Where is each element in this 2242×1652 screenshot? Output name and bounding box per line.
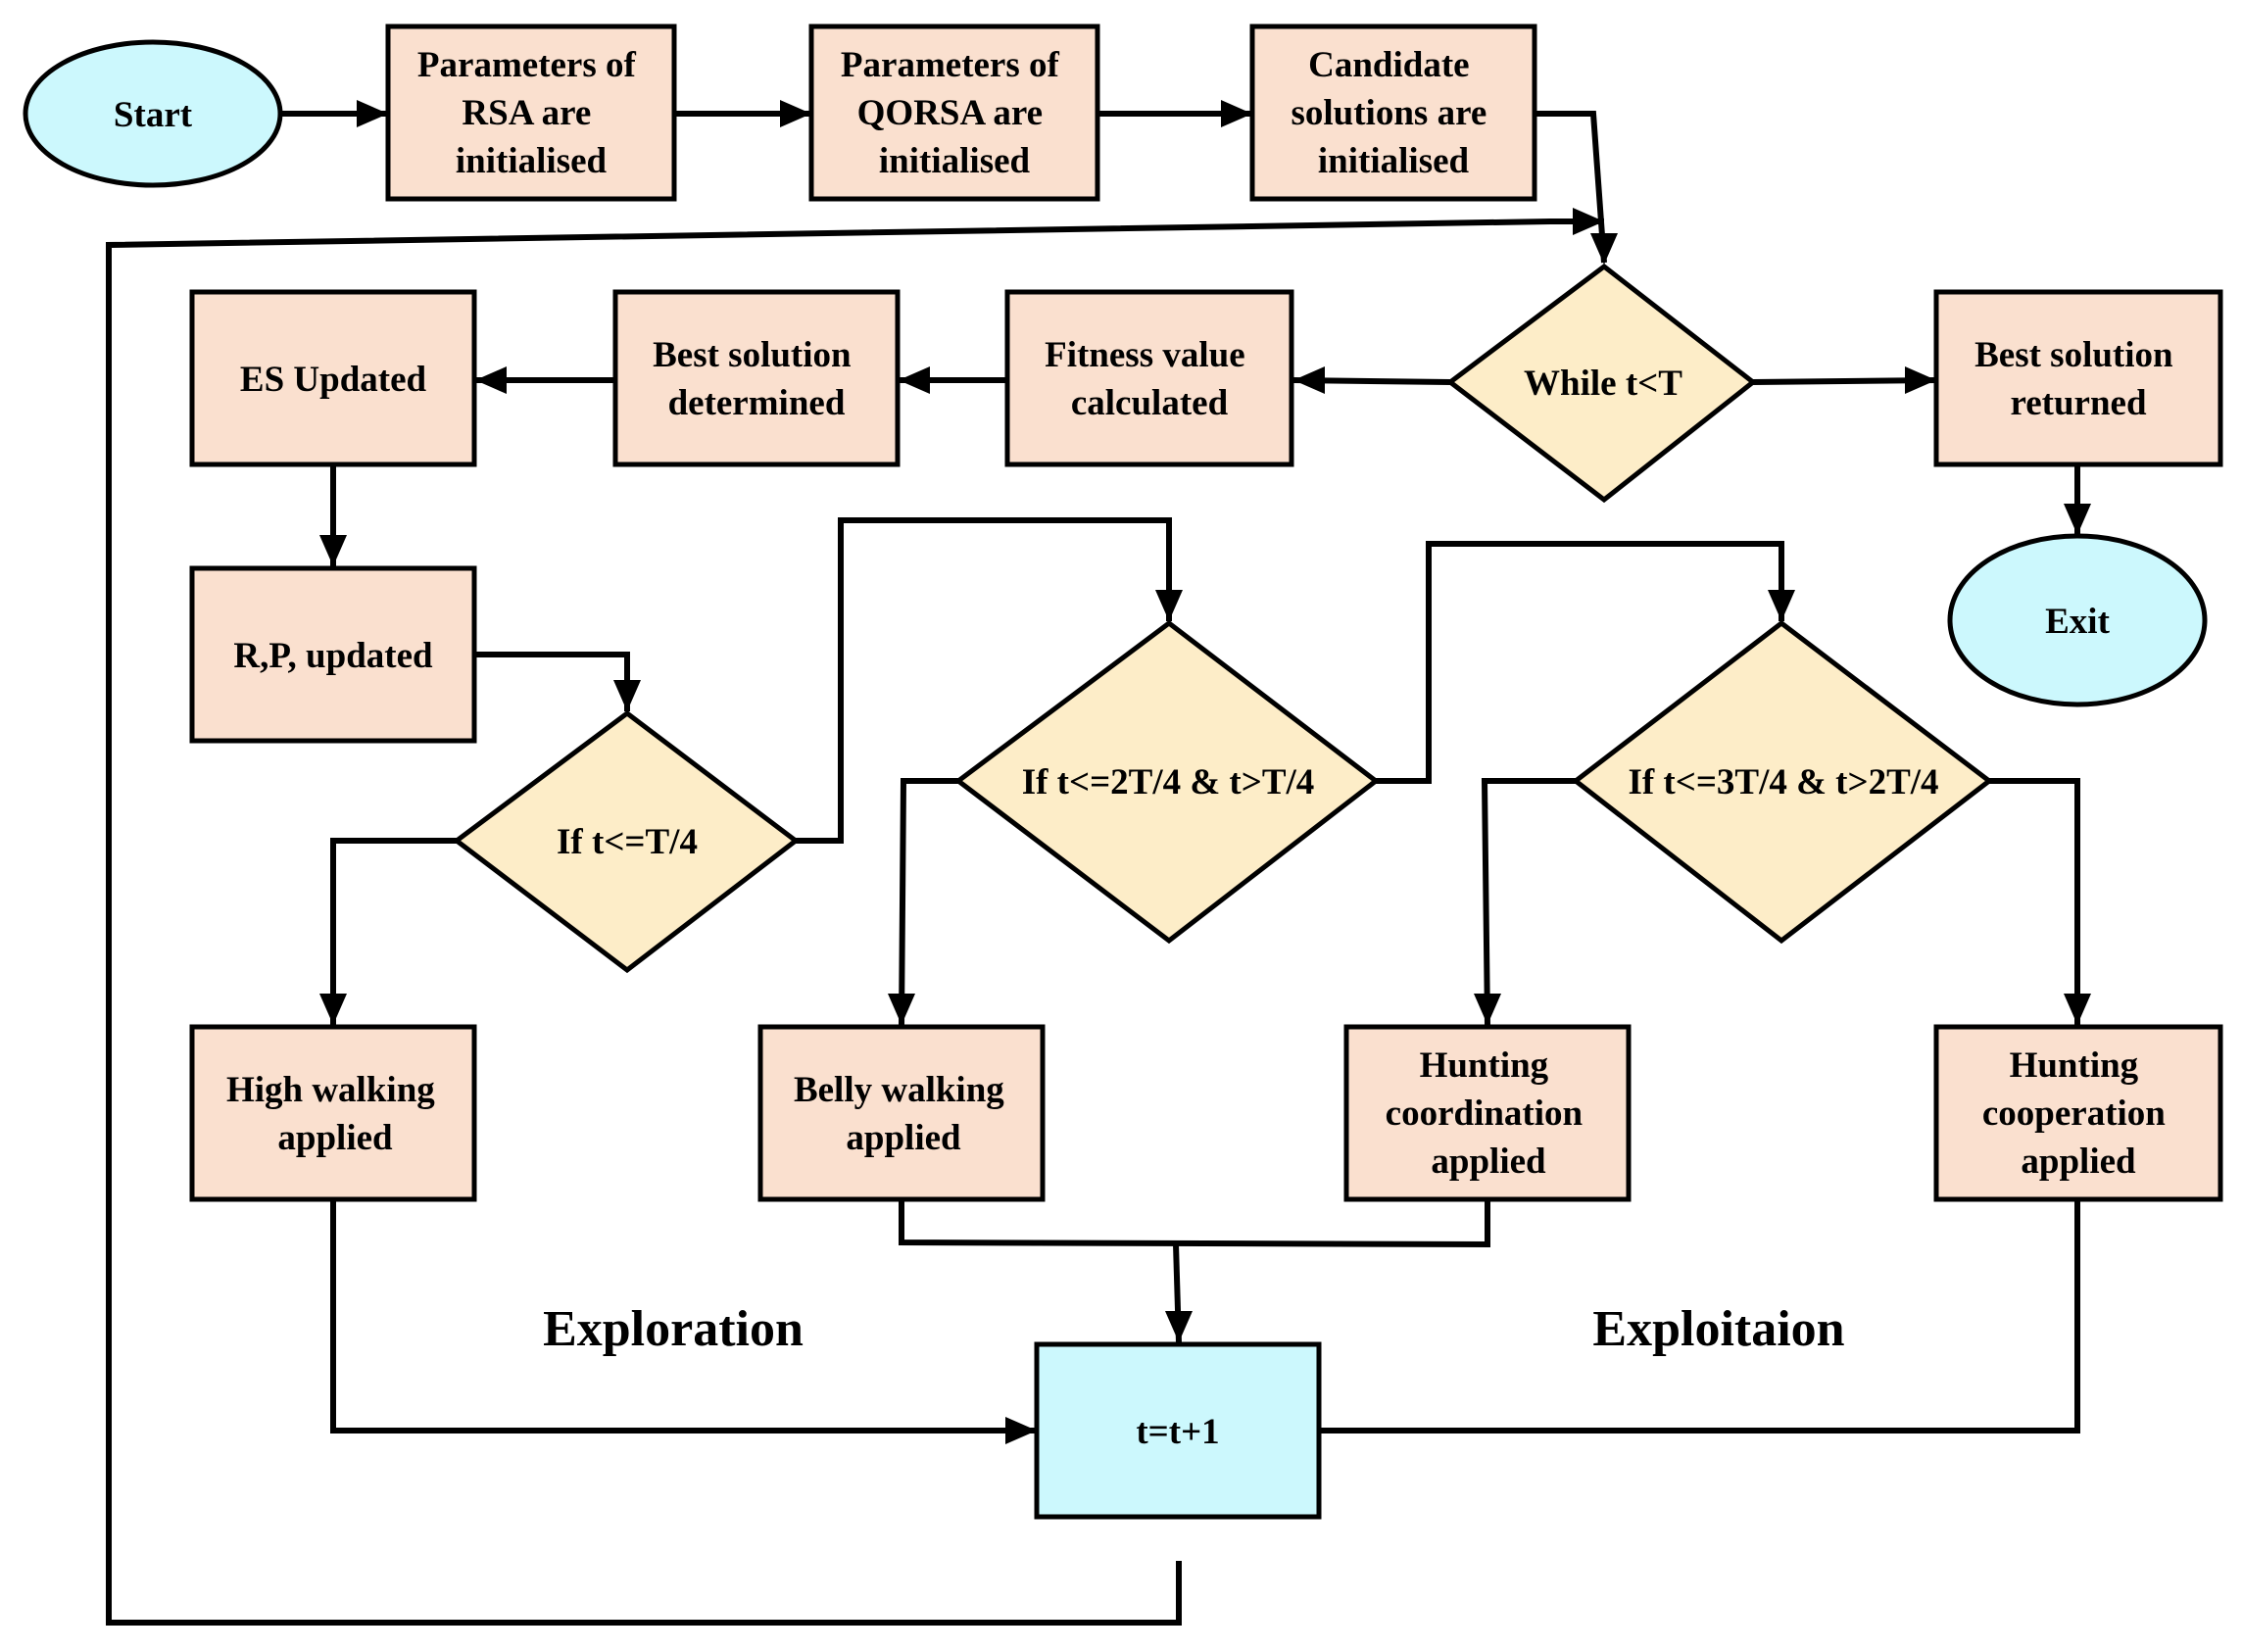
increment-label: t=t+1 bbox=[1136, 1412, 1219, 1452]
best-returned-label: Best solution returned bbox=[1974, 335, 2182, 423]
arrowhead-params-rsa bbox=[357, 100, 388, 127]
exploitation-section-label: Exploitaion bbox=[1592, 1301, 1844, 1357]
candidates-label: Candidate solutions are initialised bbox=[1291, 45, 1495, 181]
es-updated-box bbox=[189, 289, 477, 467]
edge-if3-to-hunt-coord bbox=[1481, 778, 1576, 1026]
high-walking-label: High walking applied bbox=[226, 1070, 444, 1158]
if2-decision bbox=[953, 619, 1381, 945]
start-terminal bbox=[23, 39, 283, 188]
start-label: Start bbox=[114, 95, 193, 135]
if3-decision bbox=[1571, 619, 1994, 945]
belly-walking-label: Belly walking applied bbox=[794, 1070, 1013, 1158]
edge-if1-to-if2 bbox=[796, 517, 1172, 844]
exit-terminal bbox=[1947, 533, 2208, 707]
arrowhead-candidates bbox=[1221, 100, 1252, 127]
arrowhead-fitness bbox=[1293, 366, 1325, 394]
arrowhead-high-walking bbox=[319, 994, 347, 1025]
while-label: While t<T bbox=[1524, 364, 1682, 404]
edge-rp-updated-to-if1 bbox=[475, 652, 630, 711]
params-rsa-label: Parameters of RSA are initialised bbox=[417, 45, 645, 181]
rp-updated-label: R,P, updated bbox=[233, 636, 433, 676]
hunt-coop-label: Hunting cooperation applied bbox=[1982, 1045, 2174, 1182]
candidates-box bbox=[1249, 24, 1537, 202]
arrowhead-belly-walking bbox=[888, 994, 915, 1025]
high-walking-box bbox=[189, 1024, 477, 1202]
fitness-label: Fitness value calculated bbox=[1045, 335, 1254, 423]
arrowhead-params-qorsa bbox=[780, 100, 811, 127]
edge-high-walking-to-increment bbox=[330, 1200, 1037, 1433]
arrowhead-best-returned bbox=[1905, 366, 1936, 394]
arrowhead-hunt-coord bbox=[1474, 994, 1501, 1025]
if2-label: If t<=2T/4 & t>T/4 bbox=[1022, 762, 1315, 802]
edge-belly-coord-merge bbox=[899, 1200, 1490, 1248]
while-decision bbox=[1445, 263, 1758, 504]
params-qorsa-label: Parameters of QORSA are initialised bbox=[841, 45, 1068, 181]
edge-loop-back-to-while bbox=[106, 219, 1604, 1626]
hunt-coord-label: Hunting coordination applied bbox=[1386, 1045, 1592, 1182]
arrowhead-loop-back bbox=[1573, 208, 1604, 235]
edge-if2-to-belly-walking bbox=[899, 778, 958, 1026]
labels: Start Parameters of RSA are initialised … bbox=[114, 45, 2182, 1452]
arrowhead-if3 bbox=[1768, 590, 1795, 621]
arrowhead-increment-left bbox=[1005, 1417, 1037, 1444]
edge-if1-to-high-walking bbox=[330, 838, 457, 1025]
arrowhead-exit bbox=[2064, 504, 2091, 535]
edge-candidates-to-while bbox=[1535, 111, 1607, 264]
fitness-box bbox=[1004, 289, 1294, 467]
edge-if3-to-hunt-coop bbox=[1989, 778, 2080, 1025]
params-qorsa-box bbox=[808, 24, 1100, 202]
hunt-coord-box bbox=[1343, 1024, 1632, 1202]
edge-if2-to-if3 bbox=[1376, 541, 1784, 784]
arrowhead-increment-top bbox=[1165, 1311, 1193, 1342]
hunt-coop-box bbox=[1933, 1024, 2223, 1202]
arrowhead-rp-updated bbox=[319, 535, 347, 566]
best-returned-box bbox=[1933, 289, 2223, 467]
arrowheads bbox=[319, 100, 2091, 1444]
exploration-section-label: Exploration bbox=[543, 1301, 804, 1357]
if3-label: If t<=3T/4 & t>2T/4 bbox=[1628, 762, 1938, 802]
edge-hunt-coop-to-increment bbox=[1319, 1200, 2080, 1433]
arrowhead-es-updated bbox=[475, 366, 507, 394]
arrowhead-if2 bbox=[1155, 590, 1183, 621]
arrowhead-best-determined bbox=[899, 366, 930, 394]
exit-label: Exit bbox=[2045, 602, 2110, 642]
if1-label: If t<=T/4 bbox=[557, 822, 698, 862]
connectors bbox=[106, 111, 2080, 1626]
if1-decision bbox=[452, 709, 801, 974]
nodes bbox=[23, 24, 2223, 1520]
arrowhead-while-top bbox=[1590, 233, 1618, 265]
best-determined-label: Best solution determined bbox=[653, 335, 860, 423]
params-rsa-box bbox=[385, 24, 677, 202]
arrowhead-if1 bbox=[613, 680, 641, 711]
best-determined-box bbox=[612, 289, 901, 467]
arrowhead-hunt-coop bbox=[2064, 994, 2091, 1025]
rp-updated-box bbox=[189, 565, 477, 744]
es-updated-label: ES Updated bbox=[240, 360, 427, 400]
increment-box bbox=[1034, 1341, 1322, 1520]
belly-walking-box bbox=[757, 1024, 1046, 1202]
